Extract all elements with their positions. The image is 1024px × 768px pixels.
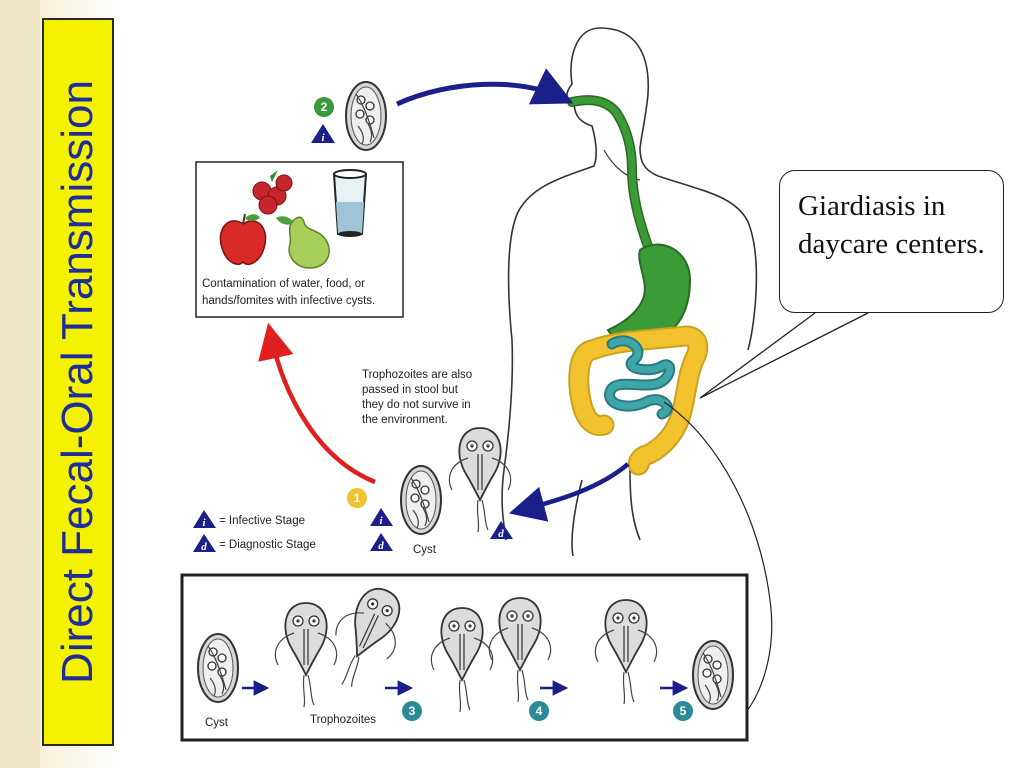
legend-infective-text: = Infective Stage bbox=[219, 515, 305, 527]
small-intestine-fill bbox=[606, 337, 674, 418]
cyst-label-bottom: Cyst bbox=[205, 717, 228, 729]
pear-icon bbox=[276, 216, 330, 269]
legend-diagnostic-text: = Diagnostic Stage bbox=[219, 539, 316, 551]
svg-text:2: 2 bbox=[321, 100, 328, 114]
svg-text:d: d bbox=[498, 528, 504, 540]
infective-triangle-step1: i bbox=[370, 508, 393, 527]
side-title-box bbox=[42, 18, 114, 746]
step-3-badge: 3 bbox=[402, 701, 422, 721]
cyst-label-step1: Cyst bbox=[413, 544, 436, 556]
contamination-caption-1: Contamination of water, food, or bbox=[202, 278, 366, 290]
legend-infective-triangle: i bbox=[193, 510, 216, 529]
svg-text:1: 1 bbox=[354, 491, 361, 505]
large-intestine-fill bbox=[570, 327, 707, 474]
trophozoite-note-2: passed in stool but bbox=[362, 384, 458, 396]
svg-text:i: i bbox=[379, 515, 383, 527]
left-decoration bbox=[0, 0, 40, 768]
water-glass-icon bbox=[332, 169, 368, 237]
svg-text:5: 5 bbox=[680, 704, 687, 718]
cyst-icon-step2 bbox=[345, 81, 387, 151]
arrow-to-contamination bbox=[258, 322, 376, 485]
speech-pointer bbox=[699, 312, 869, 399]
apple-icon bbox=[219, 213, 267, 266]
cyst-icon-bottom bbox=[197, 633, 239, 703]
svg-text:i: i bbox=[202, 517, 206, 529]
svg-text:4: 4 bbox=[536, 704, 543, 718]
step-2-badge: 2 bbox=[314, 97, 334, 117]
cyst-icon-end bbox=[692, 640, 734, 710]
step-5-badge: 5 bbox=[673, 701, 693, 721]
raspberries-icon bbox=[252, 170, 293, 215]
speech-bubble: Giardiasis in daycare centers. bbox=[779, 170, 1004, 313]
step-4-badge: 4 bbox=[529, 701, 549, 721]
cyst-icon-step1 bbox=[400, 465, 442, 535]
step-1-badge: 1 bbox=[347, 488, 367, 508]
diagnostic-triangle-troph: d bbox=[490, 521, 513, 540]
contamination-caption-2: hands/fomites with infective cysts. bbox=[202, 295, 376, 307]
trophozoite-note-1: Trophozoites are also bbox=[362, 369, 473, 381]
svg-text:i: i bbox=[321, 132, 325, 144]
legend-diagnostic-triangle: d bbox=[193, 534, 216, 553]
replication-panel bbox=[180, 573, 749, 742]
svg-text:3: 3 bbox=[409, 704, 416, 718]
arrow-from-intestine bbox=[508, 462, 630, 522]
infective-triangle-step2: i bbox=[311, 124, 335, 144]
trophozoite-note-4: the environment. bbox=[362, 414, 448, 426]
diagnostic-triangle-cyst: d bbox=[370, 533, 393, 552]
human-body-outline bbox=[501, 27, 758, 557]
svg-text:d: d bbox=[378, 540, 384, 552]
arrow-to-mouth bbox=[395, 68, 574, 107]
trophozoite-note-3: they do not survive in bbox=[362, 399, 471, 411]
svg-text:d: d bbox=[201, 541, 207, 553]
trophozoite-icon-step1 bbox=[448, 427, 512, 533]
esophagus-fill bbox=[568, 96, 658, 266]
trophozoites-label: Trophozoites bbox=[310, 714, 377, 726]
callout-line bbox=[663, 401, 773, 713]
